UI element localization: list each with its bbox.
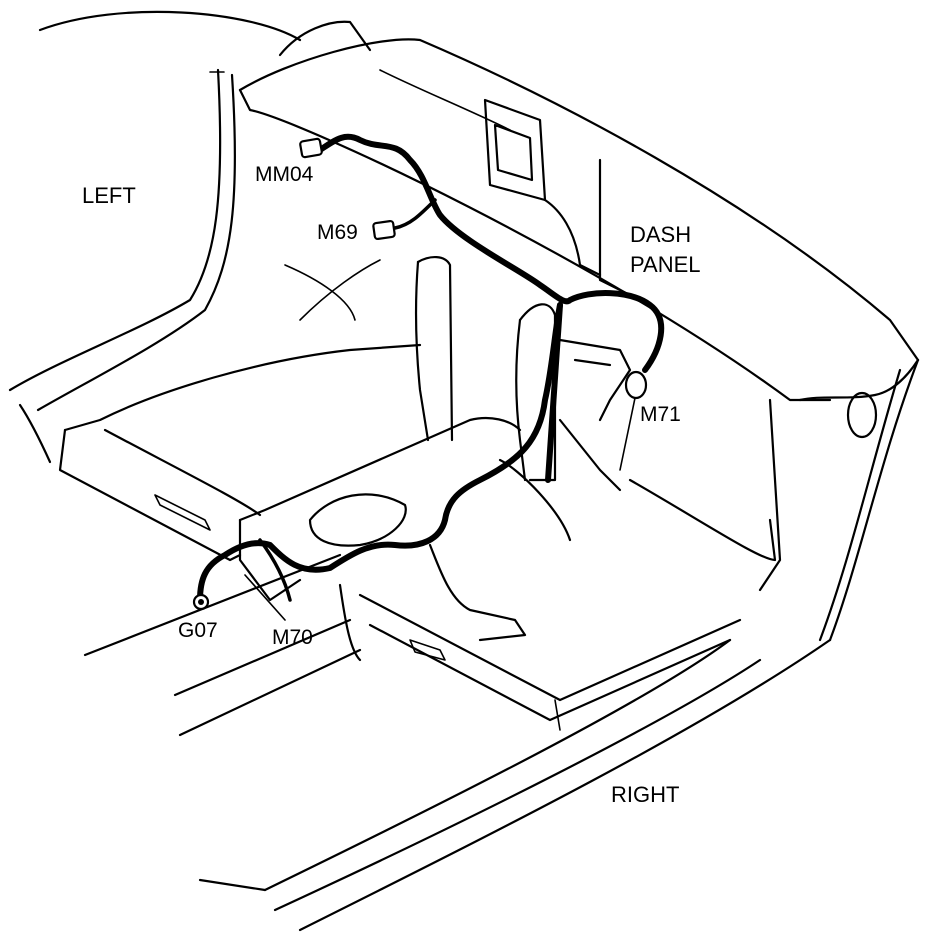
dash-panel-label-line2: PANEL	[630, 252, 701, 277]
wiring-harness	[197, 133, 665, 603]
m71-connector	[624, 370, 648, 400]
g07-label: G07	[178, 619, 218, 642]
mm04-connector	[299, 137, 323, 159]
m69-label: M69	[317, 221, 358, 244]
dash-panel-label-line1: DASH	[630, 222, 691, 247]
mm04-label: MM04	[255, 163, 314, 186]
connector-shapes	[192, 137, 648, 611]
m69-connector	[372, 219, 396, 241]
vehicle-body	[8, 10, 920, 932]
left-region-label: LEFT	[82, 183, 136, 208]
leader-lines	[244, 397, 636, 621]
m71-label: M71	[640, 403, 681, 426]
g07-ground-center	[198, 599, 204, 605]
m70-label: M70	[272, 626, 313, 649]
right-region-label: RIGHT	[611, 782, 679, 807]
